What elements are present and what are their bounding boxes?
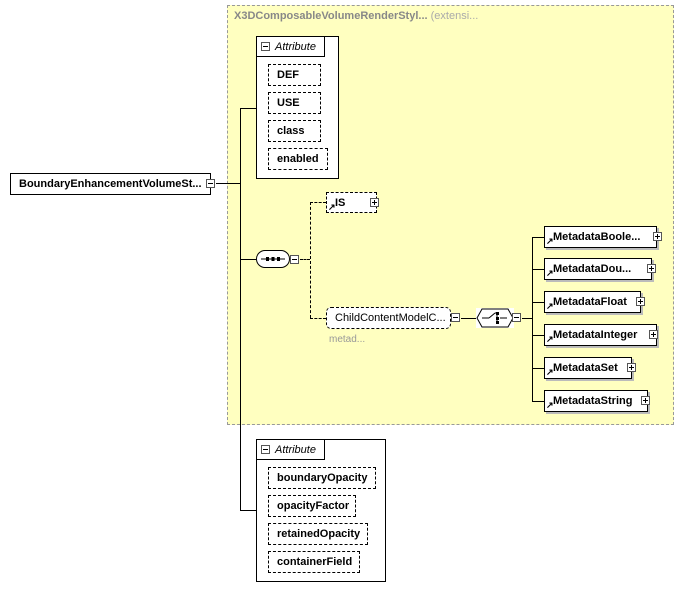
expand-metadata-integer-icon[interactable]	[649, 330, 658, 339]
attribute-boundary-opacity-label: boundaryOpacity	[277, 472, 368, 484]
metadata-double-label: MetadataDou...	[553, 263, 632, 275]
group-connector	[310, 318, 326, 319]
attribute-header-label: Attribute	[275, 443, 316, 456]
attribute-enabled[interactable]: enabled	[268, 148, 328, 170]
sequence-compositor[interactable]	[256, 250, 290, 268]
metadata-string-label: MetadataString	[553, 395, 633, 407]
sequence-branch	[310, 202, 311, 318]
metadata-integer-element[interactable]: MetadataInteger	[544, 324, 657, 346]
collapse-attributes-icon[interactable]	[261, 42, 270, 51]
reference-arrow-icon: ↗	[546, 334, 554, 344]
choice-out-connector	[522, 318, 532, 319]
group-out-connector	[461, 318, 476, 319]
reference-arrow-icon: ↗	[546, 367, 554, 377]
attribute-use[interactable]: USE	[268, 92, 321, 114]
group-annotation: metad...	[329, 334, 366, 345]
choice-branch-line	[532, 302, 544, 303]
metadata-set-label: MetadataSet	[553, 362, 618, 374]
attribute-class[interactable]: class	[268, 120, 321, 142]
collapse-attributes-icon[interactable]	[261, 445, 270, 454]
metadata-integer-label: MetadataInteger	[553, 329, 638, 341]
metadata-float-label: MetadataFloat	[553, 296, 627, 308]
root-element-label: BoundaryEnhancementVolumeSt...	[19, 178, 202, 190]
attribute-enabled-label: enabled	[277, 153, 319, 165]
collapse-group-icon[interactable]	[451, 313, 460, 322]
inherited-attribute-header[interactable]: Attribute	[257, 37, 325, 57]
attribute-use-label: USE	[277, 97, 300, 109]
choice-branch	[532, 237, 533, 401]
attribute-retained-opacity-label: retainedOpacity	[277, 528, 361, 540]
sequence-connector	[240, 259, 256, 260]
is-element-label: IS	[335, 196, 346, 209]
attribute-container-field[interactable]: containerField	[268, 551, 360, 573]
reference-arrow-icon: ↗	[328, 202, 336, 212]
collapse-root-icon[interactable]	[206, 179, 215, 188]
attribute-boundary-opacity[interactable]: boundaryOpacity	[268, 467, 376, 489]
root-trunk	[240, 108, 241, 510]
attribute-header-label: Attribute	[275, 40, 316, 53]
expand-metadata-set-icon[interactable]	[627, 363, 636, 372]
metadata-set-element[interactable]: MetadataSet	[544, 357, 632, 379]
collapse-choice-icon[interactable]	[512, 313, 521, 322]
metadata-boolean-element[interactable]: MetadataBoole...	[544, 226, 657, 248]
choice-branch-line	[532, 335, 544, 336]
choice-branch-line	[532, 237, 544, 238]
group-ref-label: ChildContentModelC...	[335, 312, 446, 324]
expand-is-icon[interactable]	[370, 198, 379, 207]
metadata-float-element[interactable]: MetadataFloat	[544, 291, 641, 313]
attribute-opacity-factor[interactable]: opacityFactor	[268, 495, 356, 517]
extension-base-type[interactable]: X3DComposableVolumeRenderStyl...	[234, 10, 428, 22]
attribute-opacity-factor-label: opacityFactor	[277, 500, 350, 512]
collapse-sequence-icon[interactable]	[290, 255, 299, 264]
attribute-def-label: DEF	[277, 69, 299, 81]
reference-arrow-icon: ↗	[546, 236, 554, 246]
attribute-container-field-label: containerField	[277, 556, 353, 568]
is-connector	[310, 202, 326, 203]
sequence-icon	[261, 257, 285, 261]
root-element[interactable]: BoundaryEnhancementVolumeSt...	[10, 173, 211, 195]
child-content-model-group[interactable]: ChildContentModelC...	[326, 307, 451, 329]
expand-metadata-string-icon[interactable]	[641, 396, 650, 405]
inherited-attr-connector	[240, 108, 256, 109]
metadata-double-element[interactable]: MetadataDou...	[544, 258, 652, 280]
choice-compositor[interactable]	[476, 308, 514, 328]
attribute-class-label: class	[277, 125, 305, 137]
choice-branch-line	[532, 401, 544, 402]
sequence-out-connector	[300, 259, 310, 260]
choice-branch-line	[532, 269, 544, 270]
own-attr-connector	[240, 510, 256, 511]
expand-metadata-float-icon[interactable]	[636, 297, 645, 306]
extension-title: X3DComposableVolumeRenderStyl... (extens…	[234, 10, 478, 22]
metadata-boolean-label: MetadataBoole...	[553, 231, 641, 243]
attribute-retained-opacity[interactable]: retainedOpacity	[268, 523, 368, 545]
expand-metadata-double-icon[interactable]	[647, 264, 656, 273]
extension-kind: (extensi...	[430, 10, 479, 22]
reference-arrow-icon: ↗	[546, 400, 554, 410]
choice-branch-line	[532, 368, 544, 369]
reference-arrow-icon: ↗	[546, 301, 554, 311]
expand-metadata-boolean-icon[interactable]	[653, 232, 662, 241]
metadata-string-element[interactable]: MetadataString	[544, 390, 648, 412]
root-connector	[216, 183, 240, 184]
attribute-def[interactable]: DEF	[268, 64, 321, 86]
reference-arrow-icon: ↗	[546, 268, 554, 278]
own-attribute-header[interactable]: Attribute	[257, 440, 325, 460]
